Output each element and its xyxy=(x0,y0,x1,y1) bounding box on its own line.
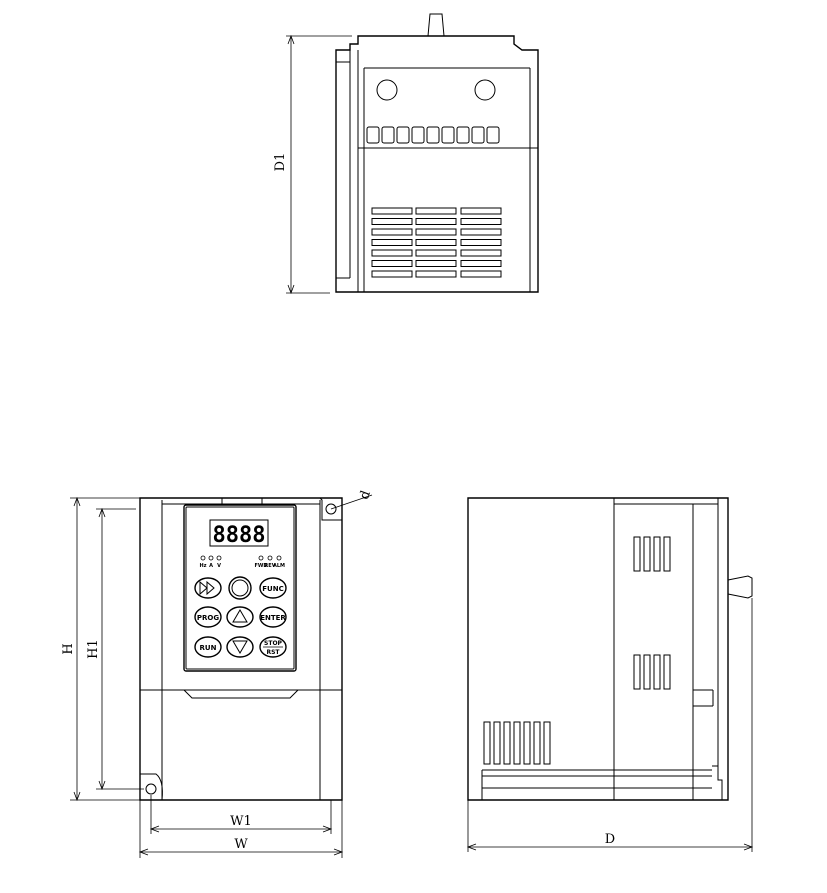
vent-slot xyxy=(643,654,651,690)
vent-slot xyxy=(460,218,502,225)
dimension-d-label: d xyxy=(357,489,374,502)
vent-slot xyxy=(513,721,521,765)
up-arrow-icon xyxy=(232,609,248,623)
potentiometer-knob[interactable] xyxy=(228,576,252,600)
vent-slot xyxy=(653,654,661,690)
dimension-w1-label: W1 xyxy=(230,814,252,829)
vent-slot xyxy=(371,239,413,246)
dimension-d1-label: D1 xyxy=(273,153,288,172)
vent-slot xyxy=(460,228,502,236)
prog-button-label: PROG xyxy=(197,614,219,622)
potentiometer-knob-icon xyxy=(228,576,252,600)
side-vents xyxy=(483,536,671,765)
vent-slot xyxy=(371,218,413,225)
led-label-hz: Hz xyxy=(199,563,206,569)
led-label-v: V xyxy=(217,563,221,569)
side-view: D xyxy=(466,497,754,852)
front-body-outline xyxy=(139,497,343,801)
side-body-outline xyxy=(467,497,729,801)
top-body-outline xyxy=(335,35,539,293)
vent-slot xyxy=(415,207,457,215)
top-screw-right xyxy=(474,79,496,101)
terminal-block xyxy=(366,126,500,144)
vent-slot xyxy=(493,721,501,765)
led-label-alm: ALM xyxy=(273,563,285,569)
terminal-slot xyxy=(396,126,410,144)
vent-slot xyxy=(503,721,511,765)
func-button[interactable]: FUNC xyxy=(259,577,287,599)
vent-slot xyxy=(460,260,502,267)
vent-slot xyxy=(371,249,413,257)
run-button[interactable]: RUN xyxy=(194,636,222,658)
led-display xyxy=(209,519,269,547)
vent-slot xyxy=(415,260,457,267)
terminal-slot xyxy=(486,126,500,144)
vent-slot xyxy=(460,207,502,215)
mounting-hole-top-right xyxy=(325,503,337,515)
front-view: 8888 Hz A V FWD REV ALM FUNC PROG xyxy=(61,489,374,858)
vent-slot xyxy=(533,721,541,765)
top-connector xyxy=(427,13,445,37)
vent-slot xyxy=(633,536,641,572)
prog-button[interactable]: PROG xyxy=(194,606,222,628)
vent-slot xyxy=(653,536,661,572)
vent-slot xyxy=(415,249,457,257)
vent-slot xyxy=(663,654,671,690)
led-label-rev: REV xyxy=(264,563,275,569)
led-label-fwd: FWD xyxy=(254,563,267,569)
mounting-hole-bottom-left xyxy=(145,783,157,795)
display-digits: 8888 xyxy=(213,523,266,548)
func-button-label: FUNC xyxy=(262,585,283,593)
up-button[interactable] xyxy=(226,606,254,628)
vent-slot xyxy=(371,228,413,236)
vent-slot xyxy=(543,721,551,765)
enter-button[interactable]: ENTER xyxy=(259,606,287,628)
vent-slot xyxy=(415,228,457,236)
down-arrow-icon xyxy=(232,640,248,654)
terminal-slot xyxy=(426,126,440,144)
vent-slot xyxy=(460,270,502,278)
led-label-a: A xyxy=(209,563,213,569)
keypad-frame xyxy=(183,504,297,672)
vent-slot xyxy=(483,721,491,765)
top-screw-left xyxy=(376,79,398,101)
vent-slot xyxy=(371,260,413,267)
terminal-slot xyxy=(366,126,380,144)
vent-slot xyxy=(371,270,413,278)
down-button[interactable] xyxy=(226,636,254,658)
fast-forward-icon xyxy=(199,580,215,596)
run-button-label: RUN xyxy=(200,644,217,652)
top-vents xyxy=(371,207,502,278)
dimension-depth-label: D xyxy=(605,832,615,847)
stop-button-label: STOP xyxy=(264,640,283,647)
terminal-slot xyxy=(381,126,395,144)
top-view: D1 xyxy=(273,13,539,295)
vent-slot xyxy=(460,239,502,246)
vent-slot xyxy=(415,218,457,225)
vent-slot xyxy=(523,721,531,765)
dimension-h-label: H xyxy=(61,643,76,654)
side-connector xyxy=(727,575,753,599)
enter-button-label: ENTER xyxy=(260,614,286,622)
vent-slot xyxy=(633,654,641,690)
terminal-slot xyxy=(411,126,425,144)
vent-slot xyxy=(460,249,502,257)
terminal-slot xyxy=(456,126,470,144)
vent-slot xyxy=(415,270,457,278)
dimension-h1-label: H1 xyxy=(86,639,101,659)
dimension-w-label: W xyxy=(234,837,248,852)
rst-button-label: RST xyxy=(266,649,280,656)
vent-slot xyxy=(371,207,413,215)
terminal-slot xyxy=(471,126,485,144)
vent-slot xyxy=(643,536,651,572)
terminal-slot xyxy=(441,126,455,144)
vent-slot xyxy=(663,536,671,572)
vent-slot xyxy=(415,239,457,246)
fast-forward-button[interactable] xyxy=(194,577,222,599)
stop-reset-button[interactable]: STOP RST xyxy=(259,636,287,658)
